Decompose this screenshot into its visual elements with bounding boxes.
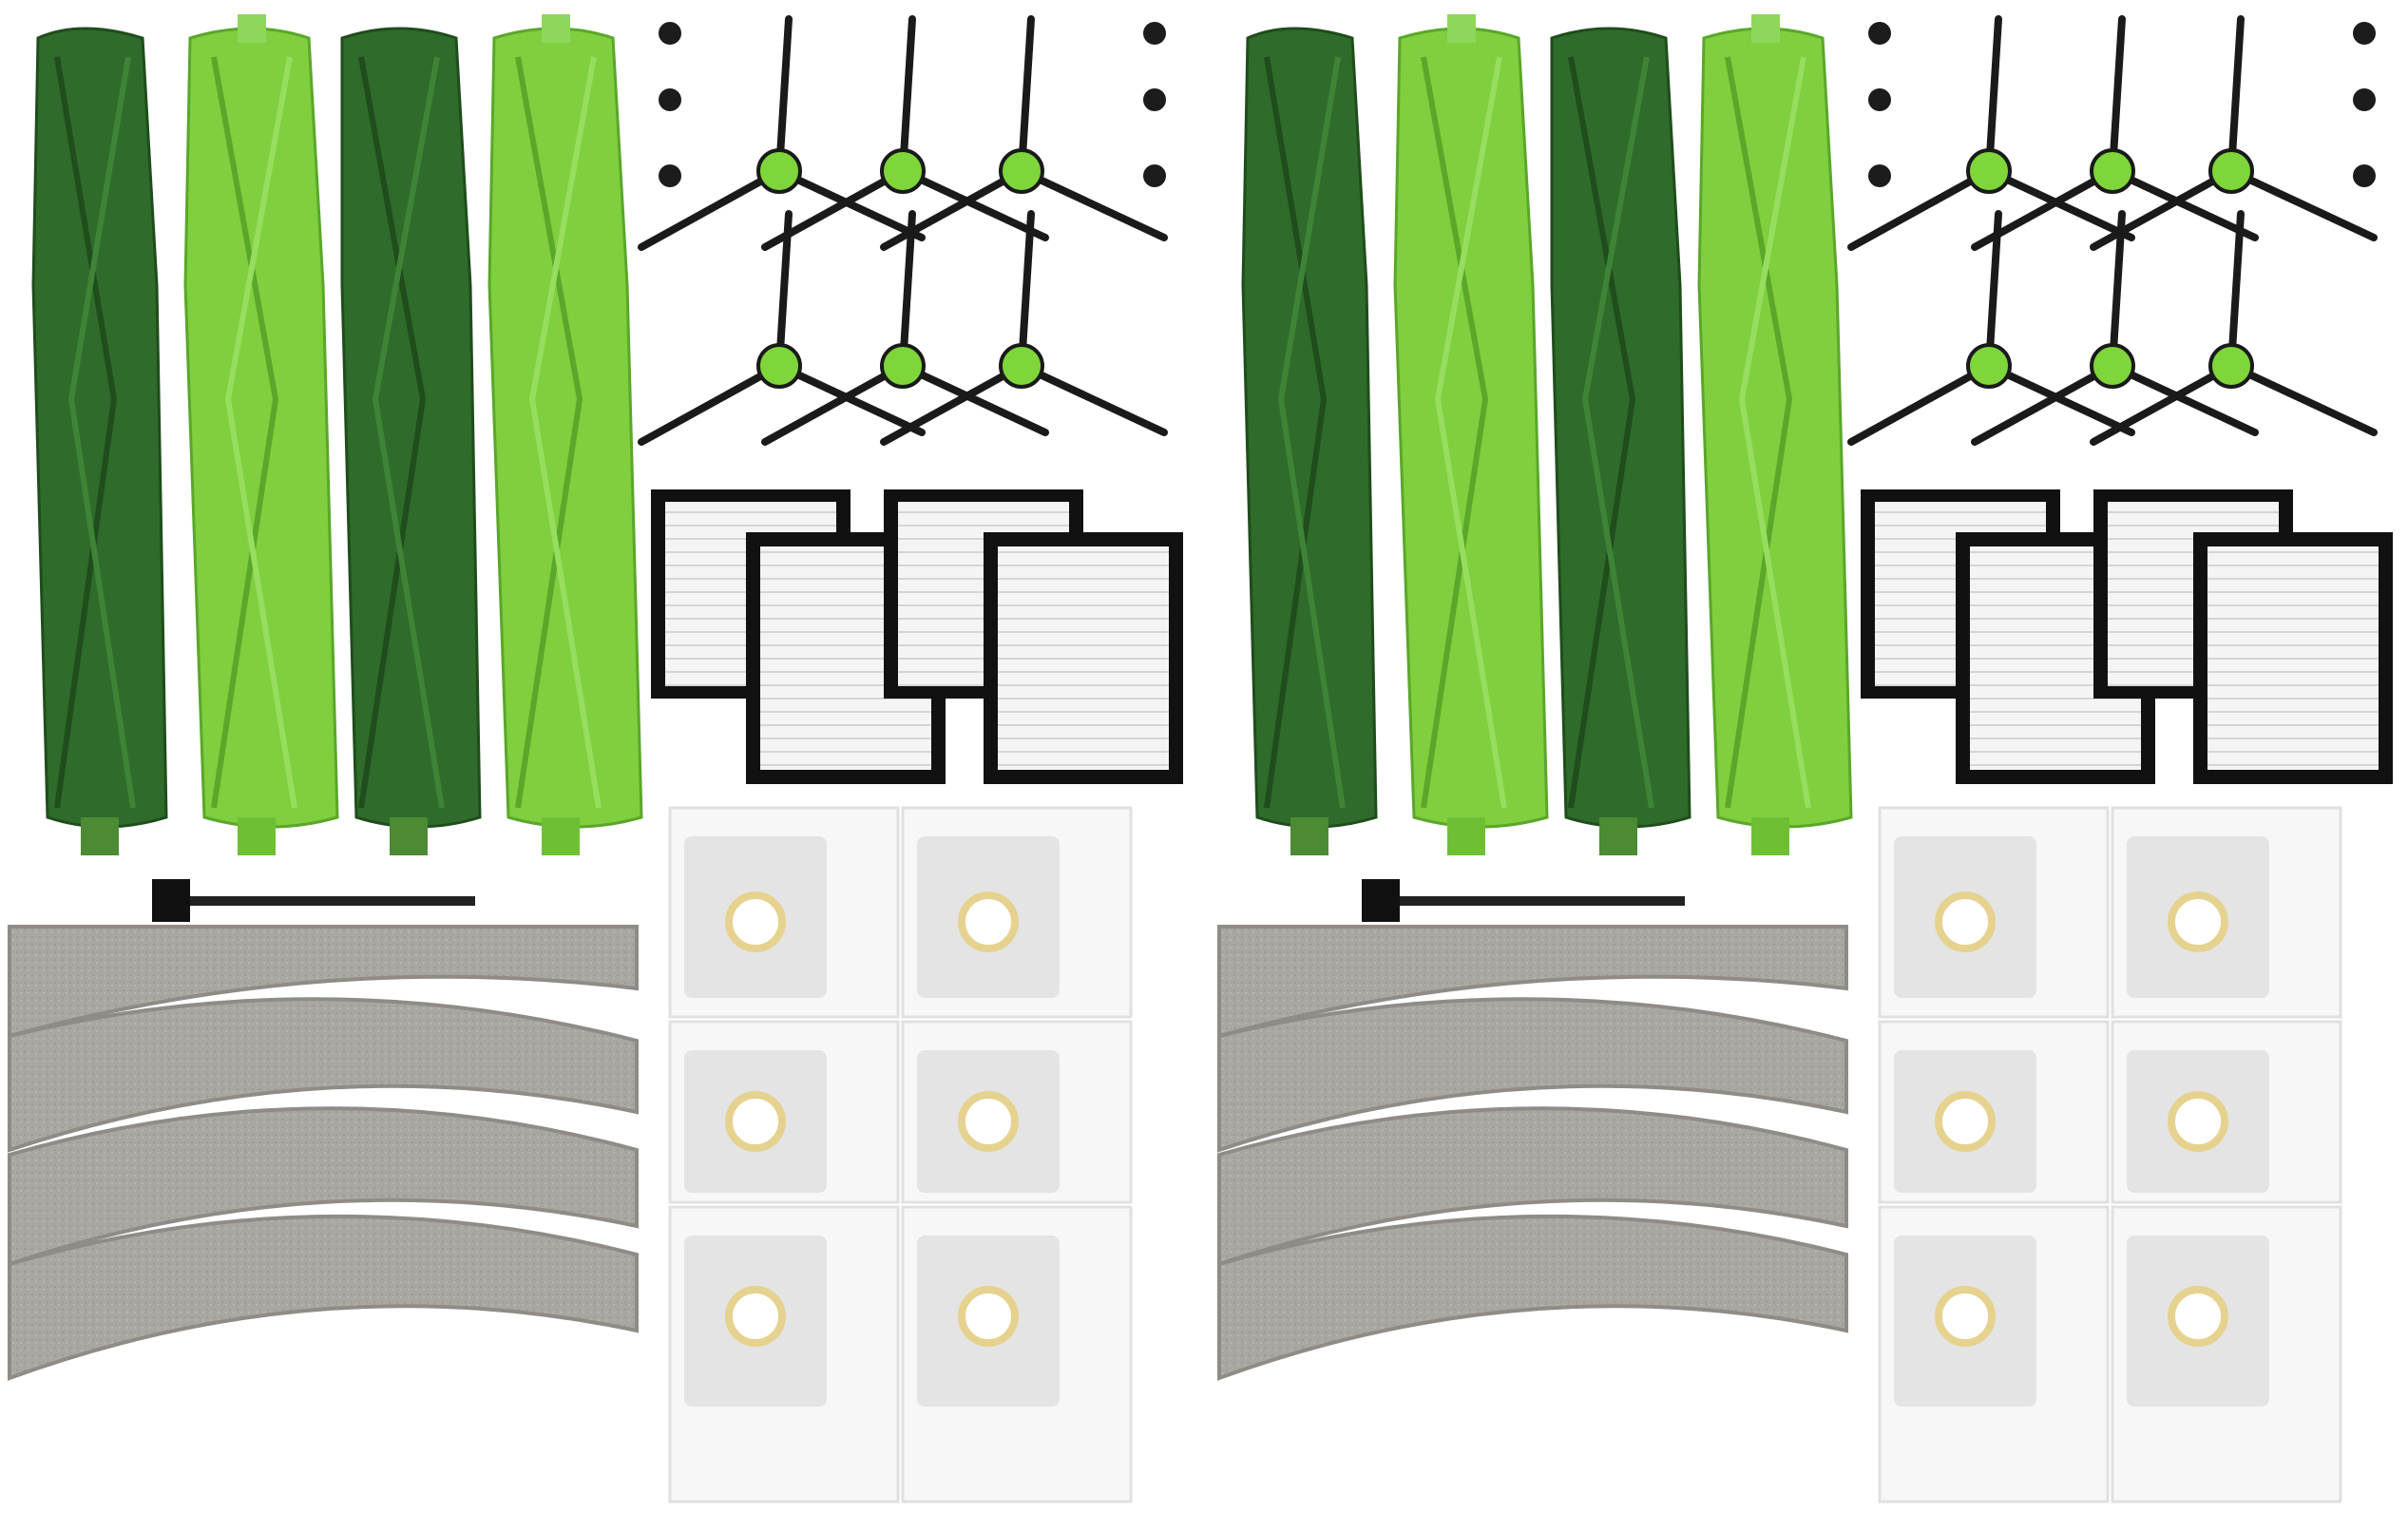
mop-pad xyxy=(8,1214,639,1381)
side-brush xyxy=(880,210,1168,446)
mop-pad xyxy=(8,1106,639,1267)
dust-bags xyxy=(668,806,1133,1504)
dust-bag xyxy=(668,1205,900,1504)
side-brush xyxy=(880,15,1168,251)
roller-dark xyxy=(340,27,482,855)
screws xyxy=(659,22,1166,187)
side-brush xyxy=(638,15,926,251)
screw-icon xyxy=(1143,164,1166,187)
side-brush xyxy=(638,210,926,446)
screw-icon xyxy=(1143,22,1166,45)
roller-group xyxy=(31,14,643,855)
cleaning-brush-icon xyxy=(152,879,475,922)
roller-light xyxy=(183,14,339,855)
dust-bag xyxy=(901,1205,1133,1504)
filters xyxy=(651,489,1183,784)
side-brushes xyxy=(638,15,1168,446)
side-brush xyxy=(761,15,1049,251)
dust-bag xyxy=(901,806,1133,1019)
screw-icon xyxy=(659,22,681,45)
mop-pad xyxy=(8,997,639,1153)
mop-pads xyxy=(8,925,639,1381)
dust-bag xyxy=(668,1020,900,1204)
screw-icon xyxy=(659,88,681,111)
screw-icon xyxy=(1143,88,1166,111)
dust-bag xyxy=(668,806,900,1019)
screw-icon xyxy=(659,164,681,187)
roller-light xyxy=(487,14,643,855)
dust-bag xyxy=(901,1020,1133,1204)
mop-pad xyxy=(8,925,639,1039)
kit-left xyxy=(8,14,1183,1504)
side-brush xyxy=(761,210,1049,446)
kit-right xyxy=(1219,14,2393,1502)
roller-dark xyxy=(31,27,168,855)
filter xyxy=(984,532,1183,784)
